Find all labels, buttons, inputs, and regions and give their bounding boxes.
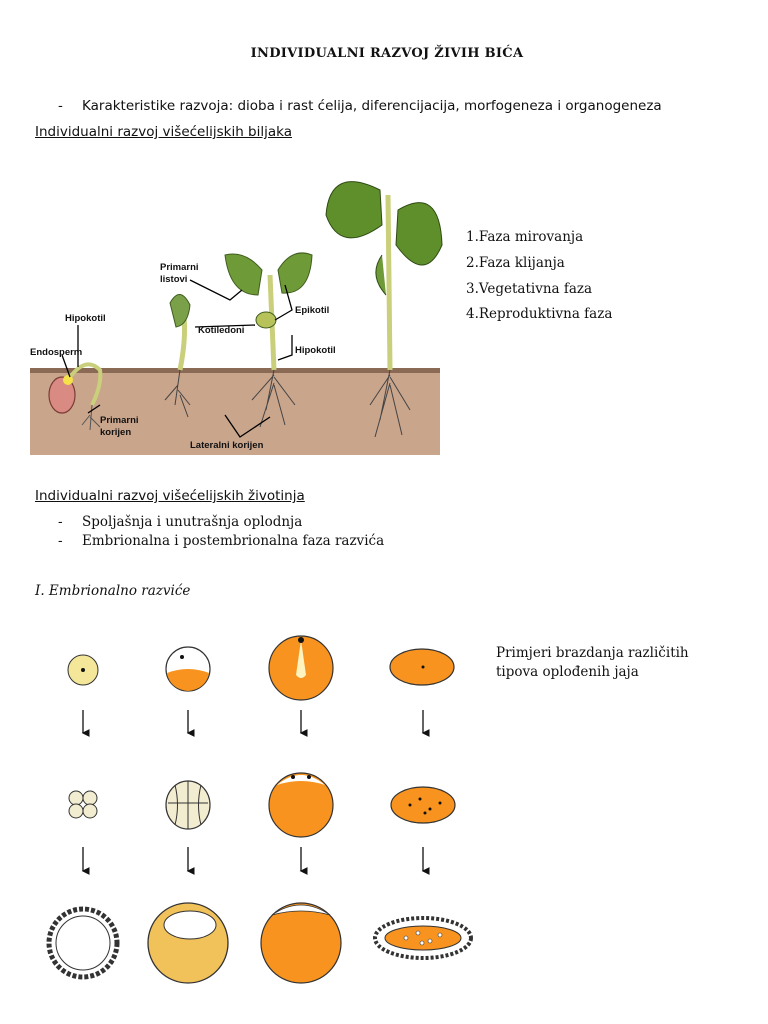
phase-3: 3.Vegetativna faza: [466, 281, 593, 297]
seed: [48, 376, 76, 414]
label-endosperm: Endosperm: [30, 347, 82, 358]
label-primarni-listovi-2: listovi: [160, 274, 187, 285]
cleavage-caption: Primjeri brazdanja različitih tipova opl…: [496, 645, 689, 680]
animal-bullet-2-text: Embrionalna i postembrionalna faza razvi…: [82, 533, 385, 549]
intro-bullet: - Karakteristike razvoja: dioba i rast će…: [58, 98, 662, 114]
dash: -: [58, 533, 63, 549]
label-lateralni-korijen: Lateralni korijen: [190, 440, 264, 451]
dash: -: [58, 514, 63, 530]
phase-2: 2.Faza klijanja: [466, 255, 565, 271]
label-primarni-korijen-1: Primarni: [100, 415, 139, 426]
dash: -: [58, 98, 63, 114]
page-title: INDIVIDUALNI RAZVOJ ŽIVIH BIĆA: [250, 46, 524, 61]
label-hipokotil-left: Hipokotil: [65, 313, 106, 324]
label-epikotil: Epikotil: [295, 305, 329, 316]
label-hipokotil-right: Hipokotil: [295, 345, 336, 356]
plant-development-figure: Hipokotil Endosperm Primarni korijen Pri…: [30, 181, 443, 455]
intro-bullet-text: Karakteristike razvoja: dioba i rast ćel…: [82, 98, 662, 114]
animal-bullet-1: - Spoljašnja i unutrašnja oplodnja: [58, 514, 302, 530]
label-kotiledoni: Kotiledoni: [198, 325, 244, 336]
animal-bullet-2: - Embrionalna i postembrionalna faza razv…: [58, 533, 384, 549]
phase-1: 1.Faza mirovanja: [466, 229, 584, 245]
animals-heading: Individualni razvoj višećelijskih životi…: [35, 488, 305, 504]
label-primarni-listovi-1: Primarni: [160, 262, 199, 273]
phase-4: 4.Reproduktivna faza: [466, 306, 613, 322]
animal-bullet-1-text: Spoljašnja i unutrašnja oplodnja: [82, 514, 303, 530]
label-primarni-korijen-2: korijen: [100, 427, 131, 438]
embryo-heading: I. Embrionalno razviće: [35, 583, 191, 599]
plants-heading: Individualni razvoj višećelijskih biljak…: [35, 124, 293, 140]
cleavage-figure: [46, 635, 473, 984]
